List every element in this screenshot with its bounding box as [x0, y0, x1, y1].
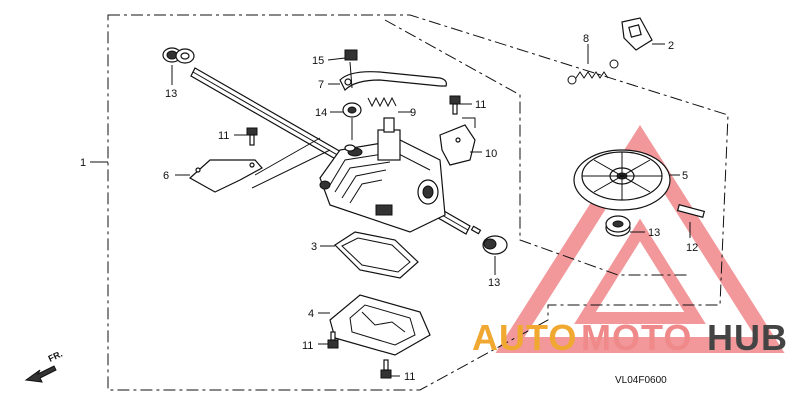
- callout-1: 1: [80, 157, 86, 169]
- bolt-lower-b: [380, 359, 400, 379]
- callout-13-right: 13: [648, 227, 660, 239]
- callout-7: 7: [318, 79, 324, 91]
- bearing-lower: [482, 235, 508, 275]
- watermark-word-hub: HUB: [707, 317, 788, 358]
- callout-11-lower-right: 11: [404, 371, 415, 383]
- bolt-left: [234, 127, 258, 146]
- assembly-outline: [107, 14, 729, 391]
- callout-8: 8: [583, 33, 589, 45]
- bracket-2: [621, 17, 665, 51]
- callout-3: 3: [311, 241, 317, 253]
- collar-right: [605, 215, 645, 237]
- callout-13-lower: 13: [488, 277, 500, 289]
- callout-15: 15: [312, 55, 324, 67]
- callout-13-left: 13: [165, 88, 177, 100]
- callout-14: 14: [315, 107, 327, 119]
- watermark-word-auto: AUTO: [472, 317, 577, 358]
- callout-6: 6: [163, 170, 169, 182]
- callout-10: 10: [485, 148, 497, 160]
- bolt-right-upper: [449, 95, 472, 115]
- bearing-14: [330, 102, 362, 140]
- bearing-left: [162, 47, 195, 85]
- callout-12: 12: [686, 242, 698, 254]
- pulley-5: [573, 149, 680, 211]
- watermark-text: AUTO MOTO HUB: [472, 317, 788, 358]
- figure-code: VL04F0600: [615, 375, 667, 386]
- bracket-left: [175, 137, 331, 193]
- gasket-3: [320, 231, 419, 279]
- callout-9: 9: [410, 107, 416, 119]
- bracket-10: [439, 117, 482, 166]
- front-direction-arrow: FR.: [24, 349, 64, 383]
- arm-plate: [328, 71, 447, 92]
- nut-15: [327, 49, 358, 89]
- callout-2: 2: [668, 40, 674, 52]
- callout-5: 5: [682, 170, 688, 182]
- callout-11-lower-left: 11: [302, 340, 313, 352]
- callout-11-right: 11: [475, 99, 486, 111]
- pulley-group-outline: [384, 19, 690, 276]
- callout-11-left: 11: [218, 130, 229, 142]
- pin-12: [676, 204, 706, 238]
- spring-8: [567, 44, 619, 85]
- gear-case: [319, 117, 446, 233]
- spring-9: [367, 96, 412, 113]
- watermark-triangle: [495, 125, 785, 353]
- watermark-word-moto: MOTO: [581, 317, 692, 358]
- callout-4: 4: [308, 308, 314, 320]
- front-direction-label: FR.: [47, 349, 64, 364]
- bolt-lower-a: [318, 331, 339, 349]
